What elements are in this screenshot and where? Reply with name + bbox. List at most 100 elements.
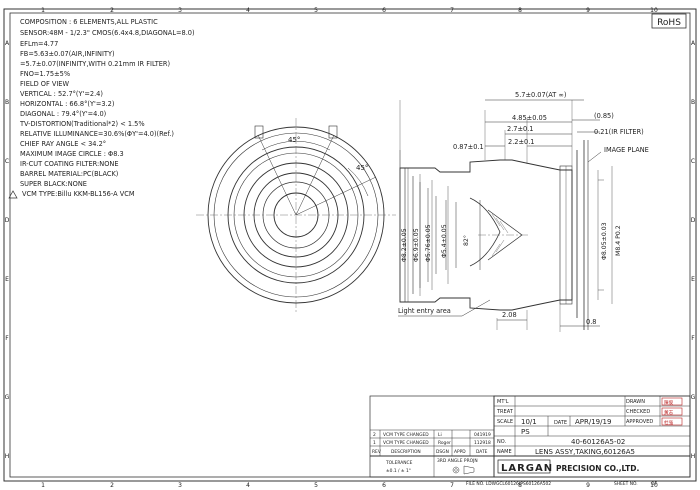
dim-ir-filter: 0.21(IR FILTER) [594,128,644,136]
cone-angle: 82° [462,235,470,246]
svg-text:4: 4 [246,482,250,489]
spec-line: IR-CUT COATING FILTER:NONE [20,160,119,168]
svg-text:5: 5 [314,482,318,489]
of-label: OF [651,481,657,487]
stamp-checked: 黃志 [664,409,674,416]
row-labels-right: A B C D E F G H [691,40,696,460]
rev-row-1-desc: VCM TYPE CHANGED [383,440,429,446]
spec-line: SUPER BLACK:NONE [20,180,87,188]
drawn-label: DRAWN [626,399,645,405]
outer-frame [3,8,697,482]
spec-line: DIAGONAL : 79.4°(Y'=4.0) [20,110,106,118]
spec-line: MAXIMUM IMAGE CIRCLE : Φ8.3 [20,150,124,158]
tolerance-label: TOLERANCE [385,460,413,466]
date-header: DATE [476,449,488,455]
svg-text:10: 10 [650,482,658,489]
svg-text:D: D [691,217,696,224]
dim-bottom: 2.08 [502,311,517,319]
svg-text:9: 9 [586,7,590,14]
spec-line: BARREL MATERIAL:PC(BLACK) [20,170,118,178]
angle-projection-label: 3RD ANGLE PROJN [437,458,478,464]
approved-label: APPROVED [626,419,653,425]
light-entry-label: Light entry area [398,307,451,315]
svg-text:G: G [691,394,696,401]
row-labels-left: A B C D E F G H [5,40,10,460]
spec-line: FNO=1.75±5% [20,70,70,78]
spec-line: CHIEF RAY ANGLE < 34.2° [20,140,106,148]
rev-row-1-rev: 1 [373,440,376,446]
spec-line: FIELD OF VIEW [20,80,69,88]
spec-line: SENSOR:48M - 1/2.3" CMOS(6.4x4.8,DIAGONA… [20,29,195,37]
dsgn-header: DSGN [436,449,449,455]
spec-line: VCM TYPE:Billu KKM-BL156-A VCM [22,190,135,198]
dim-a: 2.7±0.1 [507,125,534,133]
dia-1: Φ8.2±0.05 [401,228,408,262]
rohs-label: RoHS [657,18,681,28]
inner-frame [9,12,691,478]
svg-text:E: E [691,276,695,283]
svg-text:D: D [5,217,10,224]
spec-line: VERTICAL : 52.7°(Y'=2.4) [20,90,103,98]
svg-text:10: 10 [650,7,658,14]
date-label: DATE [554,420,567,426]
svg-text:E: E [5,276,9,283]
svg-text:B: B [691,99,695,106]
spec-line: EFLm=4.77 [20,40,58,48]
svg-text:6: 6 [382,482,386,489]
stamp-approved: 杜強 [664,419,674,426]
rev-row-2-dsgn: Li [438,432,442,438]
scale-label: SCALE [497,419,513,425]
spec-line: COMPOSITION : 6 ELEMENTS,ALL PLASTIC [20,18,158,26]
front-angle-right: 45° [356,164,368,172]
svg-text:F: F [691,335,695,342]
part-number: 40-60126A5-02 [571,438,625,446]
no-label: NO. [497,439,506,445]
svg-text:F: F [5,335,9,342]
dim-bfl: 4.85±0.05 [512,114,547,122]
svg-text:9: 9 [586,482,590,489]
svg-text:2: 2 [110,7,114,14]
dim-total-length: 5.7±0.07(AT ∞) [515,91,566,99]
svg-text:3: 3 [178,482,182,489]
file-no: FILE NO. LDWGCL60126\PS60126A502 [466,481,551,487]
date-value: APR/19/19 [575,418,611,426]
spec-line: =5.7±0.07(INFINITY,WITH 0.21mm IR FILTER… [20,60,170,68]
svg-text:7: 7 [450,7,454,14]
svg-text:H: H [5,453,10,460]
svg-text:1: 1 [41,482,45,489]
front-view [196,118,396,312]
rev-header: REV [372,449,381,455]
title-block [369,395,691,478]
rev-row-2-desc: VCM TYPE CHANGED [383,432,429,438]
image-plane-label: IMAGE PLANE [604,146,649,154]
treat-label: TREAT [496,409,514,415]
checked-label: CHECKED [626,409,650,415]
sheet-no: SHEET NO. [614,481,638,487]
svg-text:7: 7 [450,482,454,489]
column-labels-bottom: 1 2 3 4 5 6 7 8 9 10 [41,482,658,489]
dia-3: Φ5.76±0.05 [425,224,432,262]
dia-5: Φ8.05±0.03 [601,222,608,260]
svg-text:C: C [5,158,9,165]
rohs-box [651,13,687,29]
svg-text:1: 1 [41,7,45,14]
front-angle-left: 45° [288,136,300,144]
dia-2: Φ6.9±0.05 [413,228,420,262]
svg-text:6: 6 [382,7,386,14]
svg-text:5: 5 [314,7,318,14]
svg-text:8: 8 [518,7,522,14]
svg-text:H: H [691,453,696,460]
revision-triangle-icon [8,190,18,199]
svg-text:3: 3 [178,7,182,14]
company-name: PRECISION CO.,LTD. [556,464,639,473]
dia-4: Φ5.4±0.05 [441,224,448,258]
part-name: LENS ASSY,TAKING,60126A5 [535,448,635,456]
spec-line: RELATIVE ILLUMINANCE=30.6%(ΦY'=4.0)(Ref.… [20,130,174,138]
svg-text:4: 4 [246,7,250,14]
company-logo: LARGAN [501,463,553,474]
appd-header: APPD [454,449,466,455]
spec-line: HORIZONTAL : 66.8°(Y'=3.2) [20,100,114,108]
svg-text:A: A [5,40,10,47]
svg-text:G: G [5,394,10,401]
column-labels-top: 1 2 3 4 5 6 7 8 9 10 [41,7,658,14]
